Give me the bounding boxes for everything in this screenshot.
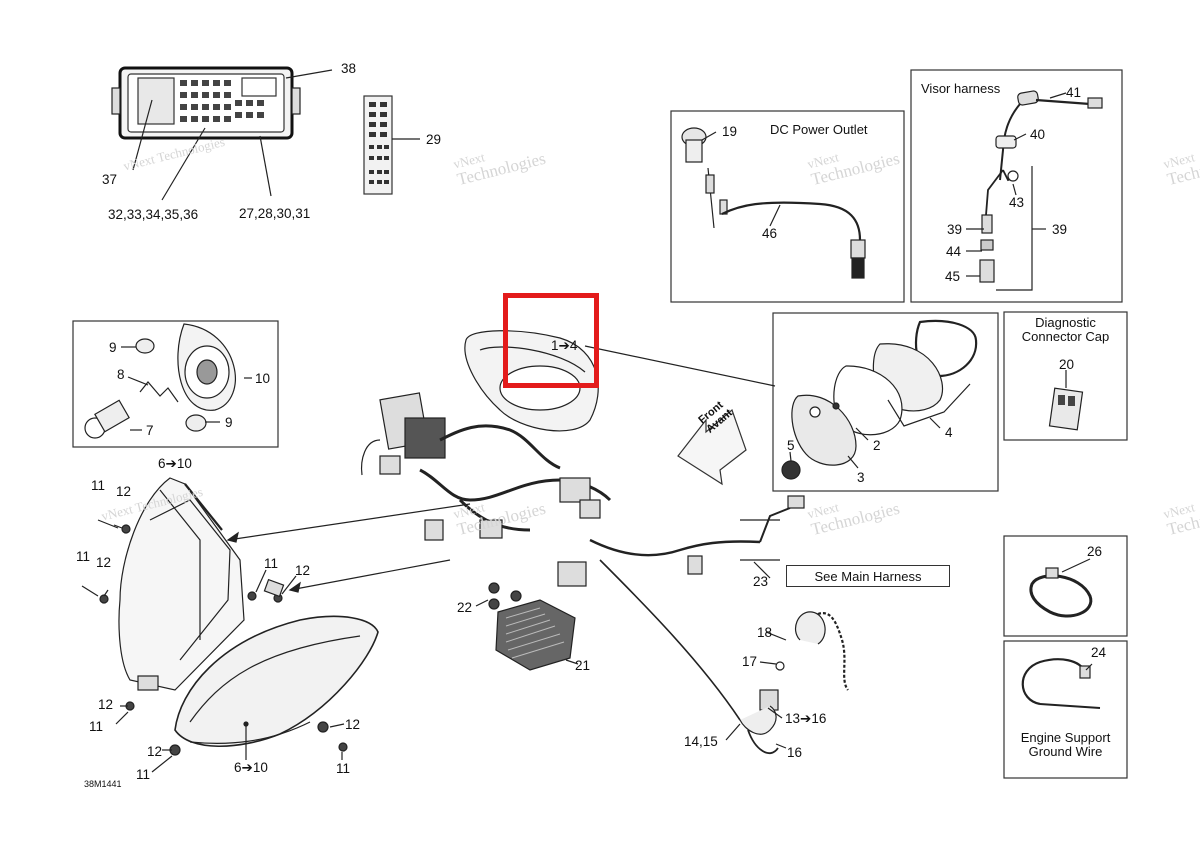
instrument-cluster-box — [772, 312, 999, 492]
callout-7: 7 — [146, 423, 154, 438]
callout-45: 45 — [945, 269, 961, 284]
callout-24: 24 — [1091, 645, 1107, 660]
callout-14-15: 14,15 — [684, 734, 718, 749]
visor-harness-box — [910, 69, 1123, 303]
callout-11: 11 — [264, 556, 279, 571]
callout-22: 22 — [457, 600, 473, 615]
callout-11: 11 — [336, 761, 351, 776]
callout-6-10: 6➔10 — [158, 456, 192, 471]
callout-9: 9 — [109, 340, 117, 355]
voltage-regulator-drawing — [475, 582, 579, 671]
callout-12: 12 — [147, 744, 163, 759]
callout-26: 26 — [1087, 544, 1103, 559]
callout-17: 17 — [742, 654, 758, 669]
callout-6-10: 6➔10 — [234, 760, 268, 775]
callout-12: 12 — [116, 484, 132, 499]
callout-12: 12 — [96, 555, 112, 570]
callout-37: 37 — [102, 172, 118, 187]
callout-27-31: 27,28,30,31 — [239, 206, 311, 221]
callout-41: 41 — [1066, 85, 1082, 100]
fuse-strip-drawing — [363, 95, 420, 195]
callout-39: 39 — [1052, 222, 1068, 237]
callout-10: 10 — [255, 371, 271, 386]
callout-16: 16 — [787, 745, 803, 760]
diagram-code: 38M1441 — [84, 779, 122, 789]
strap-box — [1003, 535, 1128, 637]
headlight-bulb-box — [72, 320, 279, 448]
callout-2: 2 — [873, 438, 881, 453]
diagnostic-connector-title: Diagnostic Connector Cap — [1021, 315, 1110, 344]
callout-9: 9 — [225, 415, 233, 430]
callout-11: 11 — [91, 478, 106, 493]
headlamp-lens-drawing — [115, 615, 379, 773]
visor-harness-title: Visor harness — [921, 81, 1001, 96]
ground-wire-title: Engine Support Ground Wire — [1020, 730, 1111, 759]
callout-11: 11 — [89, 719, 104, 734]
callout-44: 44 — [946, 244, 962, 259]
callout-12: 12 — [98, 697, 114, 712]
headlamp-housing-drawing — [81, 477, 297, 691]
callout-8: 8 — [117, 367, 125, 382]
callout-43: 43 — [1009, 195, 1025, 210]
tether-switch-drawing — [725, 611, 849, 754]
diagnostic-connector-box — [1003, 311, 1128, 441]
callout-11: 11 — [76, 549, 91, 564]
callout-19: 19 — [722, 124, 738, 139]
callout-11: 11 — [136, 767, 151, 782]
callout-29: 29 — [426, 132, 442, 147]
dc-power-outlet-title: DC Power Outlet — [770, 122, 868, 137]
callout-18: 18 — [757, 625, 773, 640]
front-arrow — [677, 408, 747, 486]
callout-1-4: 1➔4 — [551, 338, 578, 353]
callout-20: 20 — [1059, 357, 1075, 372]
callout-39: 39 — [947, 222, 963, 237]
callout-23: 23 — [753, 574, 769, 589]
callout-4: 4 — [945, 425, 953, 440]
callout-5: 5 — [787, 438, 795, 453]
main-harness-drawing — [226, 330, 805, 721]
callout-32-36: 32,33,34,35,36 — [108, 207, 199, 222]
callout-40: 40 — [1030, 127, 1046, 142]
callout-12: 12 — [345, 717, 361, 732]
callout-3: 3 — [857, 470, 865, 485]
callout-38: 38 — [341, 61, 357, 76]
dc-power-outlet-box — [670, 110, 905, 303]
callout-46: 46 — [762, 226, 778, 241]
callout-13-16: 13➔16 — [785, 711, 827, 726]
ground-wire-box — [1003, 640, 1128, 779]
callout-21: 21 — [575, 658, 591, 673]
see-main-harness-label: See Main Harness — [786, 565, 950, 587]
fuse-box-drawing — [111, 66, 333, 201]
callout-12: 12 — [295, 563, 311, 578]
highlight-box — [503, 293, 599, 388]
